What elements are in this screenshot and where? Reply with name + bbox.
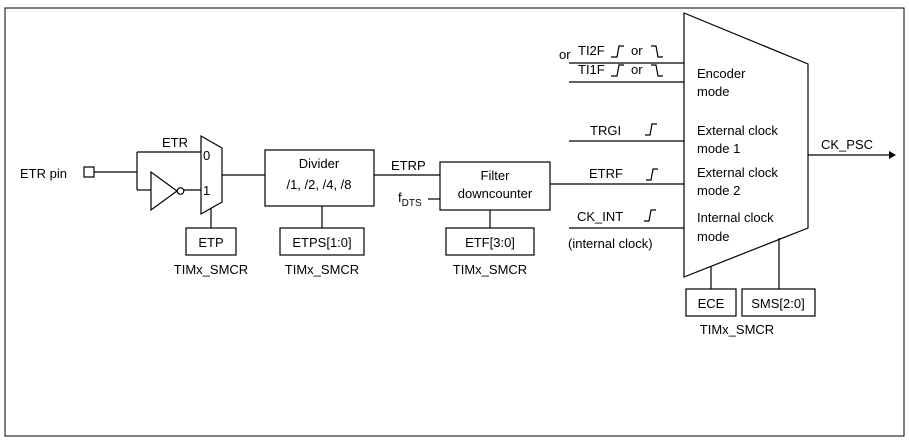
etf-smcr-label: TIMx_SMCR <box>453 262 527 277</box>
etp-register-box <box>185 227 237 256</box>
etps-smcr-label: TIMx_SMCR <box>285 262 359 277</box>
etr-pin-label: ETR pin <box>20 166 67 181</box>
ext-clock-mode1-line2: mode 1 <box>697 141 740 156</box>
ck-psc-label: CK_PSC <box>821 137 873 152</box>
trgi-label: TRGI <box>590 123 621 138</box>
internal-clock-mode-line1: Internal clock <box>697 210 774 225</box>
mux-input-1-label: 1 <box>203 183 210 198</box>
etr-label: ETR <box>162 135 188 150</box>
etrf-rising-edge-icon <box>646 168 658 181</box>
etp-smcr-label: TIMx_SMCR <box>174 262 248 277</box>
fdts-label: fDTS <box>398 190 422 209</box>
filter-title: Filter <box>481 168 511 183</box>
ck-int-rising-edge-icon <box>644 209 656 222</box>
ti1f-or-label: or <box>631 62 643 77</box>
ext-clock-mode2-line1: External clock <box>697 165 778 180</box>
ti1f-rising-edge-icon <box>611 64 624 77</box>
divider-block <box>264 149 375 207</box>
etps-register-box <box>279 227 365 256</box>
encoder-mode-line2: mode <box>697 84 730 99</box>
sms-register-box <box>741 288 816 317</box>
ti1f-falling-edge-icon <box>651 64 663 77</box>
divider-ratios: /1, /2, /4, /8 <box>286 177 351 192</box>
etp-register-label: ETP <box>198 235 223 250</box>
internal-clock-label: (internal clock) <box>568 236 653 251</box>
ck-psc-arrowhead <box>889 151 896 159</box>
ext-clock-mode1-line1: External clock <box>697 123 778 138</box>
ck-int-label: CK_INT <box>577 209 623 224</box>
etps-register-label: ETPS[1:0] <box>292 235 351 250</box>
ti2f-falling-edge-icon <box>651 45 663 58</box>
fdts-main: f <box>398 190 402 205</box>
ece-register-label: ECE <box>698 296 725 311</box>
etrf-label: ETRF <box>589 166 623 181</box>
clock-mode-selector <box>683 12 809 278</box>
ext-clock-mode2-line2: mode 2 <box>697 183 740 198</box>
divider-title: Divider <box>299 156 340 171</box>
encoder-mode-line1: Encoder <box>697 66 746 81</box>
ti2f-rising-edge-icon <box>611 45 624 58</box>
etf-register-box <box>445 227 535 256</box>
filter-subtitle: downcounter <box>458 186 533 201</box>
ti2f-or-2-label: or <box>631 43 643 58</box>
trgi-rising-edge-icon <box>645 123 657 136</box>
ti1f-label: TI1F <box>578 62 605 77</box>
etf-register-label: ETF[3:0] <box>465 235 515 250</box>
inverter-triangle <box>150 170 179 212</box>
etr-polarity-mux <box>200 134 223 216</box>
ece-register-box <box>685 288 737 317</box>
sms-register-label: SMS[2:0] <box>751 296 804 311</box>
ti2f-or-label: or <box>559 47 571 62</box>
filter-block <box>439 161 551 211</box>
ece-sms-smcr-label: TIMx_SMCR <box>700 322 774 337</box>
figure-frame <box>4 7 905 437</box>
inverter-bubble <box>176 187 185 195</box>
internal-clock-mode-line2: mode <box>697 229 730 244</box>
etrp-label: ETRP <box>391 158 426 173</box>
etr-pin-square <box>83 166 95 178</box>
mux-input-0-label: 0 <box>203 148 210 163</box>
ti2f-label: TI2F <box>578 43 605 58</box>
fdts-subscript: DTS <box>402 198 422 209</box>
